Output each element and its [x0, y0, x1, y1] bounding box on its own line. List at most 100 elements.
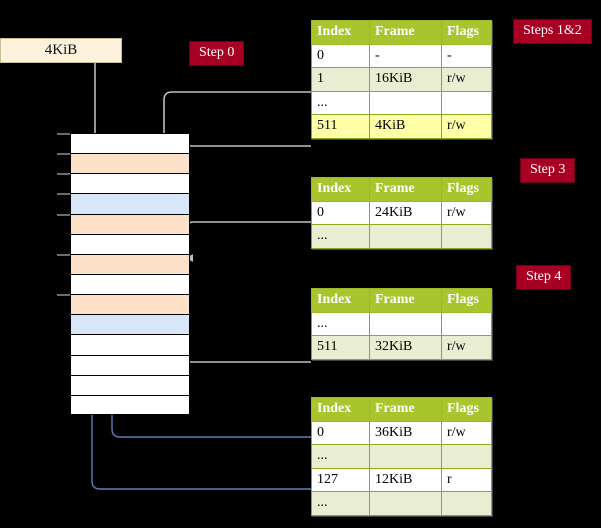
arrow-step3: [185, 221, 311, 262]
memory-row: [71, 335, 189, 356]
table-cell: 0: [311, 200, 370, 225]
column-header-index: Index: [311, 397, 370, 422]
arrow-steps1and2-b: [174, 145, 311, 204]
physical-memory-column: [70, 133, 190, 415]
memory-tick: [57, 193, 70, 196]
table-cell: [441, 311, 492, 336]
badge-step-3-label: Step 3: [530, 162, 566, 177]
column-header-index: Index: [311, 177, 370, 202]
column-header-flags: Flags: [441, 397, 492, 422]
table-cell: [369, 311, 442, 336]
column-header-frame: Frame: [369, 177, 442, 202]
memory-row: [71, 295, 189, 316]
memory-tick: [57, 133, 70, 135]
badge-step-4-label: Step 4: [526, 269, 562, 284]
table-cell: r: [441, 467, 492, 492]
column-header-flags: Flags: [441, 20, 492, 45]
memory-tick: [57, 153, 70, 156]
table-cell: ...: [311, 224, 370, 249]
memory-row: [71, 396, 189, 416]
memory-row: [71, 275, 189, 296]
table-cell: [369, 444, 442, 469]
table-cell: [441, 90, 492, 115]
badge-steps-1-and-2: Steps 1&2: [513, 19, 592, 44]
badge-step-0: Step 0: [189, 41, 245, 66]
column-header-frame: Frame: [369, 20, 442, 45]
table-cell: 0: [311, 420, 370, 445]
table-cell: 16KiB: [369, 67, 442, 92]
column-header-flags: Flags: [441, 288, 492, 313]
table-cell: [441, 224, 492, 249]
memory-row: [71, 154, 189, 175]
table-cell: r/w: [441, 114, 492, 139]
table-cell: [369, 90, 442, 115]
table-row: ...: [311, 224, 492, 249]
table-cell: 511: [311, 114, 370, 139]
column-header-flags: Flags: [441, 177, 492, 202]
arrow-step4: [171, 314, 311, 363]
table-cell: ...: [311, 311, 370, 336]
table-cell: 0: [311, 43, 370, 68]
table-cell: 1: [311, 67, 370, 92]
memory-row: [71, 235, 189, 255]
memory-row: [71, 376, 189, 396]
table-cell: [441, 444, 492, 469]
memory-row: [71, 174, 189, 195]
column-header-frame: Frame: [369, 288, 442, 313]
table-cell: 24KiB: [369, 200, 442, 225]
table-cell: 4KiB: [369, 114, 442, 139]
table-cell: -: [441, 43, 492, 68]
column-header-index: Index: [311, 288, 370, 313]
table-cell: r/w: [441, 420, 492, 445]
table-cell: ...: [311, 444, 370, 469]
source-frame-label: 4KiB: [44, 42, 78, 58]
memory-tick: [57, 294, 70, 297]
badge-step-0-label: Step 0: [199, 45, 235, 60]
table-row: ...: [311, 311, 492, 336]
badge-steps-1-and-2-label: Steps 1&2: [523, 23, 582, 38]
table-row: ...: [311, 491, 492, 516]
table-cell: [369, 491, 442, 516]
memory-tick: [57, 213, 70, 216]
table-row: ...: [311, 90, 492, 115]
memory-row: [71, 214, 189, 235]
table-cell: [441, 491, 492, 516]
memory-row: [71, 134, 189, 155]
table-row: 0--: [311, 43, 492, 68]
table-cell: 36KiB: [369, 420, 442, 445]
badge-step-3: Step 3: [520, 158, 576, 183]
table-cell: r/w: [441, 67, 492, 92]
table-cell: 127: [311, 467, 370, 492]
table-cell: r/w: [441, 335, 492, 360]
table-cell: ...: [311, 90, 370, 115]
table-cell: ...: [311, 491, 370, 516]
column-header-index: Index: [311, 20, 370, 45]
memory-tick: [57, 173, 70, 176]
table-cell: 511: [311, 335, 370, 360]
column-header-frame: Frame: [369, 397, 442, 422]
memory-row: [71, 356, 189, 376]
table-cell: -: [369, 43, 442, 68]
table-cell: 32KiB: [369, 335, 442, 360]
badge-step-4: Step 4: [516, 265, 572, 290]
table-row: ...: [311, 444, 492, 469]
table-cell: r/w: [441, 200, 492, 225]
memory-tick: [57, 253, 70, 256]
memory-row: [71, 194, 189, 215]
memory-row: [71, 254, 189, 275]
table-cell: 12KiB: [369, 467, 442, 492]
